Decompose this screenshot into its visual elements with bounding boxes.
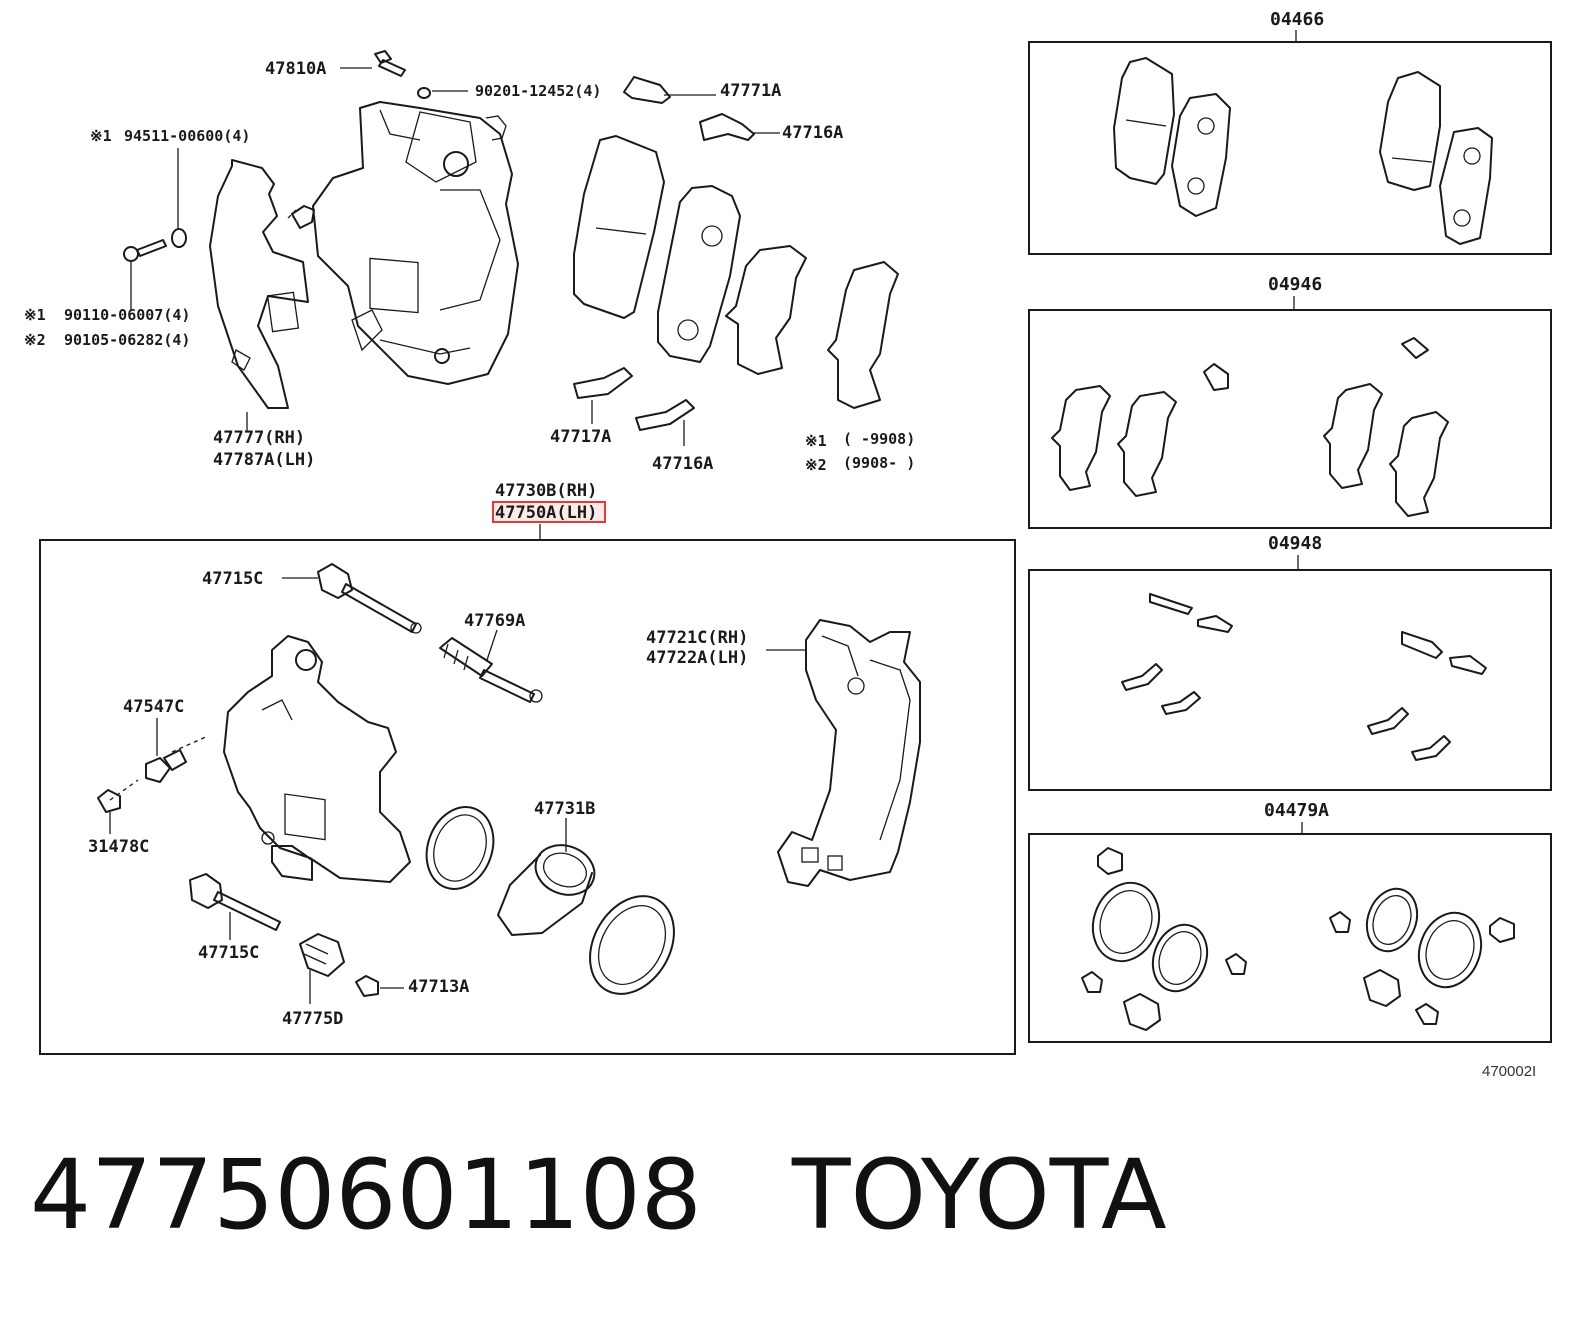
label-47722A-LH: 47722A(LH) (646, 648, 748, 668)
boot-47775D (299, 933, 345, 977)
kit-label-04948: 04948 (1268, 533, 1322, 554)
caliper-top-assembly (312, 101, 519, 385)
dust-shield-47777 (209, 159, 309, 409)
label-47730B-RH: 47730B(RH) (495, 481, 597, 501)
part-number: 47750601108 (30, 1139, 702, 1251)
kit-box-04948 (1028, 569, 1552, 791)
label-47731B: 47731B (534, 799, 595, 819)
shim-top-2 (827, 261, 899, 409)
label-47777-RH: 47777(RH) (213, 428, 305, 448)
kit-label-04479A: 04479A (1264, 800, 1329, 821)
cap-31478C (97, 789, 121, 813)
label-90110-06007: 90110-06007(4) (64, 306, 190, 324)
label-47771A-top: 47771A (720, 81, 781, 101)
kit-box-04479A (1028, 833, 1552, 1043)
label-47715C-bottom: 47715C (198, 943, 259, 963)
bleeder-top (291, 205, 315, 229)
label-47716A-top: 47716A (782, 123, 843, 143)
kit-box-04946 (1028, 309, 1552, 529)
part-caption: 47750601108 TOYOTA (30, 1140, 1167, 1250)
label-47750A-LH: 47750A(LH) (495, 503, 597, 523)
marker-note1-a: ※1 (90, 127, 112, 145)
note1-date-range: ( -9908) (843, 430, 915, 448)
kit-04479A-seals (1081, 847, 1515, 1031)
piston-boot (589, 895, 675, 995)
kit-04466-pads (1113, 57, 1493, 245)
caliper-assembly-box (39, 539, 1016, 1055)
kit-04948-clips (1121, 593, 1487, 761)
marker-note2-b: ※2 (805, 456, 827, 474)
label-47717A: 47717A (550, 427, 611, 447)
bleeder-47547C (145, 757, 171, 783)
pin-47769A (439, 637, 543, 703)
label-90105-06282: 90105-06282(4) (64, 331, 190, 349)
brake-pad-top-2 (657, 185, 741, 363)
shim-top-1 (725, 245, 807, 375)
label-47775D: 47775D (282, 1009, 343, 1029)
caliper-body-47750A (223, 635, 411, 883)
note2-date-range: (9908- ) (843, 454, 915, 472)
brand-name: TOYOTA (791, 1139, 1167, 1251)
kit-04946-shims (1051, 337, 1449, 517)
washer-90201 (417, 87, 431, 99)
kit-box-04466 (1028, 41, 1552, 255)
label-47716A-bottom: 47716A (652, 454, 713, 474)
label-90201-12452: 90201-12452(4) (475, 82, 601, 100)
piston-47731B (497, 844, 596, 936)
bolt-47810A (374, 50, 406, 77)
label-31478C: 31478C (88, 837, 149, 857)
label-47721C-RH: 47721C(RH) (646, 628, 748, 648)
piston-seal (425, 806, 495, 890)
marker-note1-c: ※1 (805, 432, 827, 450)
highlight-47750A (492, 501, 606, 523)
spring-47716A-top (699, 113, 755, 141)
clip-47771A (623, 76, 671, 104)
brake-pad-top-1 (573, 135, 665, 319)
kit-label-04466: 04466 (1270, 9, 1324, 30)
diagram-code: 470002I (1482, 1063, 1536, 1080)
spring-47716A-bottom (635, 399, 695, 431)
label-94511-00600: 94511-00600(4) (124, 127, 250, 145)
label-47713A: 47713A (408, 977, 469, 997)
label-47769A: 47769A (464, 611, 525, 631)
clip-47717A (573, 367, 633, 399)
mounting-bracket-47721C (777, 619, 921, 887)
label-47715C-top: 47715C (202, 569, 263, 589)
label-47547C: 47547C (123, 697, 184, 717)
label-47810A: 47810A (265, 59, 326, 79)
guide-pin-47715C-bottom (189, 873, 281, 931)
marker-note2-a: ※2 (24, 331, 46, 349)
cap-47713A (355, 975, 379, 997)
label-47787A-LH: 47787A(LH) (213, 450, 315, 470)
washer-94511 (171, 228, 187, 248)
guide-pin-47715C-top (317, 563, 422, 634)
kit-label-04946: 04946 (1268, 274, 1322, 295)
bolt-90110 (123, 239, 167, 262)
marker-note1-b: ※1 (24, 306, 46, 324)
